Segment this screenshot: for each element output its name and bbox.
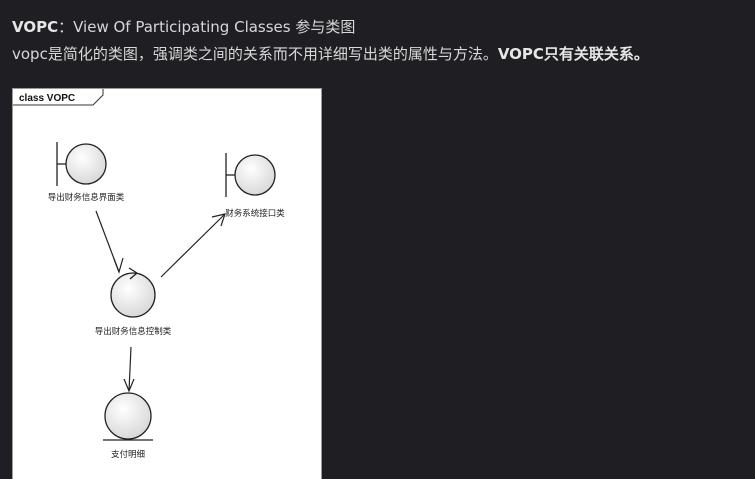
heading-separator: ： bbox=[58, 18, 74, 36]
description-line: vopc是简化的类图，强调类之间的关系而不用详细写出类的属性与方法。VOPC只有… bbox=[12, 43, 649, 65]
node-label-finance-interface: 财务系统接口类 bbox=[225, 209, 285, 219]
association-arrow bbox=[95, 210, 124, 274]
diagram-canvas bbox=[13, 89, 276, 441]
description-emphasis: VOPC只有关联关系。 bbox=[497, 45, 649, 63]
boundary-icon bbox=[56, 142, 107, 186]
node-label-payment-detail: 支付明细 bbox=[110, 450, 146, 460]
node-label-export-ui: 导出财务信息界面类 bbox=[47, 193, 125, 203]
control-icon bbox=[110, 267, 156, 318]
node-label-export-control: 导出财务信息控制类 bbox=[94, 327, 172, 337]
heading-line: VOPC：View Of Participating Classes 参与类图 bbox=[12, 16, 355, 38]
boundary-icon bbox=[225, 153, 276, 197]
association-arrow bbox=[160, 213, 226, 278]
frame-tab bbox=[13, 89, 104, 106]
heading-term: VOPC bbox=[12, 18, 59, 36]
entity-icon bbox=[103, 392, 153, 441]
association-arrow bbox=[123, 346, 135, 393]
frame-label: class VOPC bbox=[19, 93, 76, 104]
heading-expansion: View Of Participating Classes 参与类图 bbox=[73, 18, 356, 36]
vopc-diagram: class VOPC 导出财务信息界面类 财务系统接口类 导出财务信息控制类 支… bbox=[12, 88, 322, 479]
description-text: vopc是简化的类图，强调类之间的关系而不用详细写出类的属性与方法。 bbox=[12, 45, 498, 63]
